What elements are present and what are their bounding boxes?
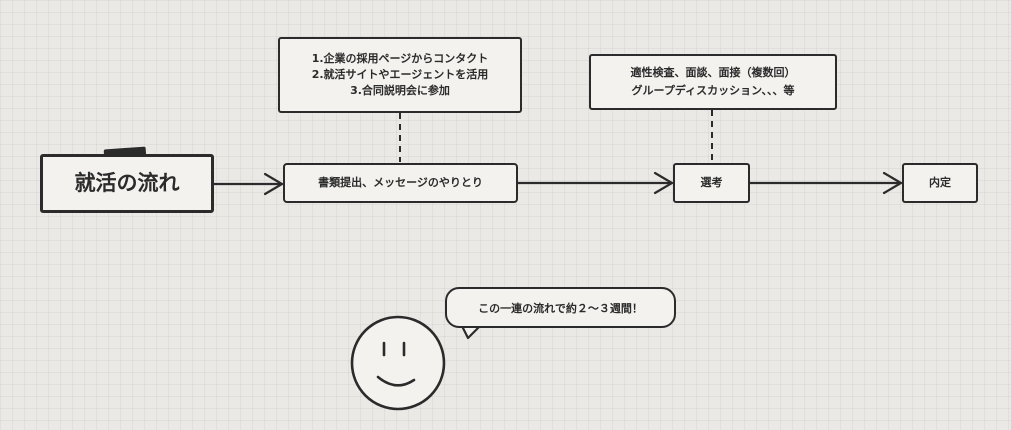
note-selection-methods: 適性検査、面談、面接（複数回） グループディスカッション、、、等 (589, 54, 837, 110)
note-line: 1.企業の採用ページからコンタクト (311, 52, 489, 66)
step-selection-box: 選考 (673, 163, 750, 203)
arrow-selection-to-offer (748, 171, 904, 195)
step-documents-box: 書類提出、メッセージのやりとり (283, 163, 518, 203)
arrow-documents-to-selection (516, 171, 675, 195)
note-line: 適性検査、面談、面接（複数回） (630, 66, 796, 80)
note-line: 3.合同説明会に参加 (350, 83, 450, 97)
smiley-face-icon (350, 315, 446, 411)
note-line: グループディスカッション、、、等 (631, 84, 795, 97)
arrow-title-to-documents (212, 172, 285, 196)
page-title: 就活の流れ (40, 154, 214, 213)
step-offer-box: 内定 (902, 163, 978, 203)
note-line: 2.就活サイトやエージェントを活用 (311, 68, 489, 82)
speech-bubble-tail (461, 325, 481, 340)
speech-bubble: この一連の流れで約２～３週間！ (445, 287, 676, 328)
note-contact-methods: 1.企業の採用ページからコンタクト 2.就活サイトやエージェントを活用 3.合同… (278, 37, 522, 113)
